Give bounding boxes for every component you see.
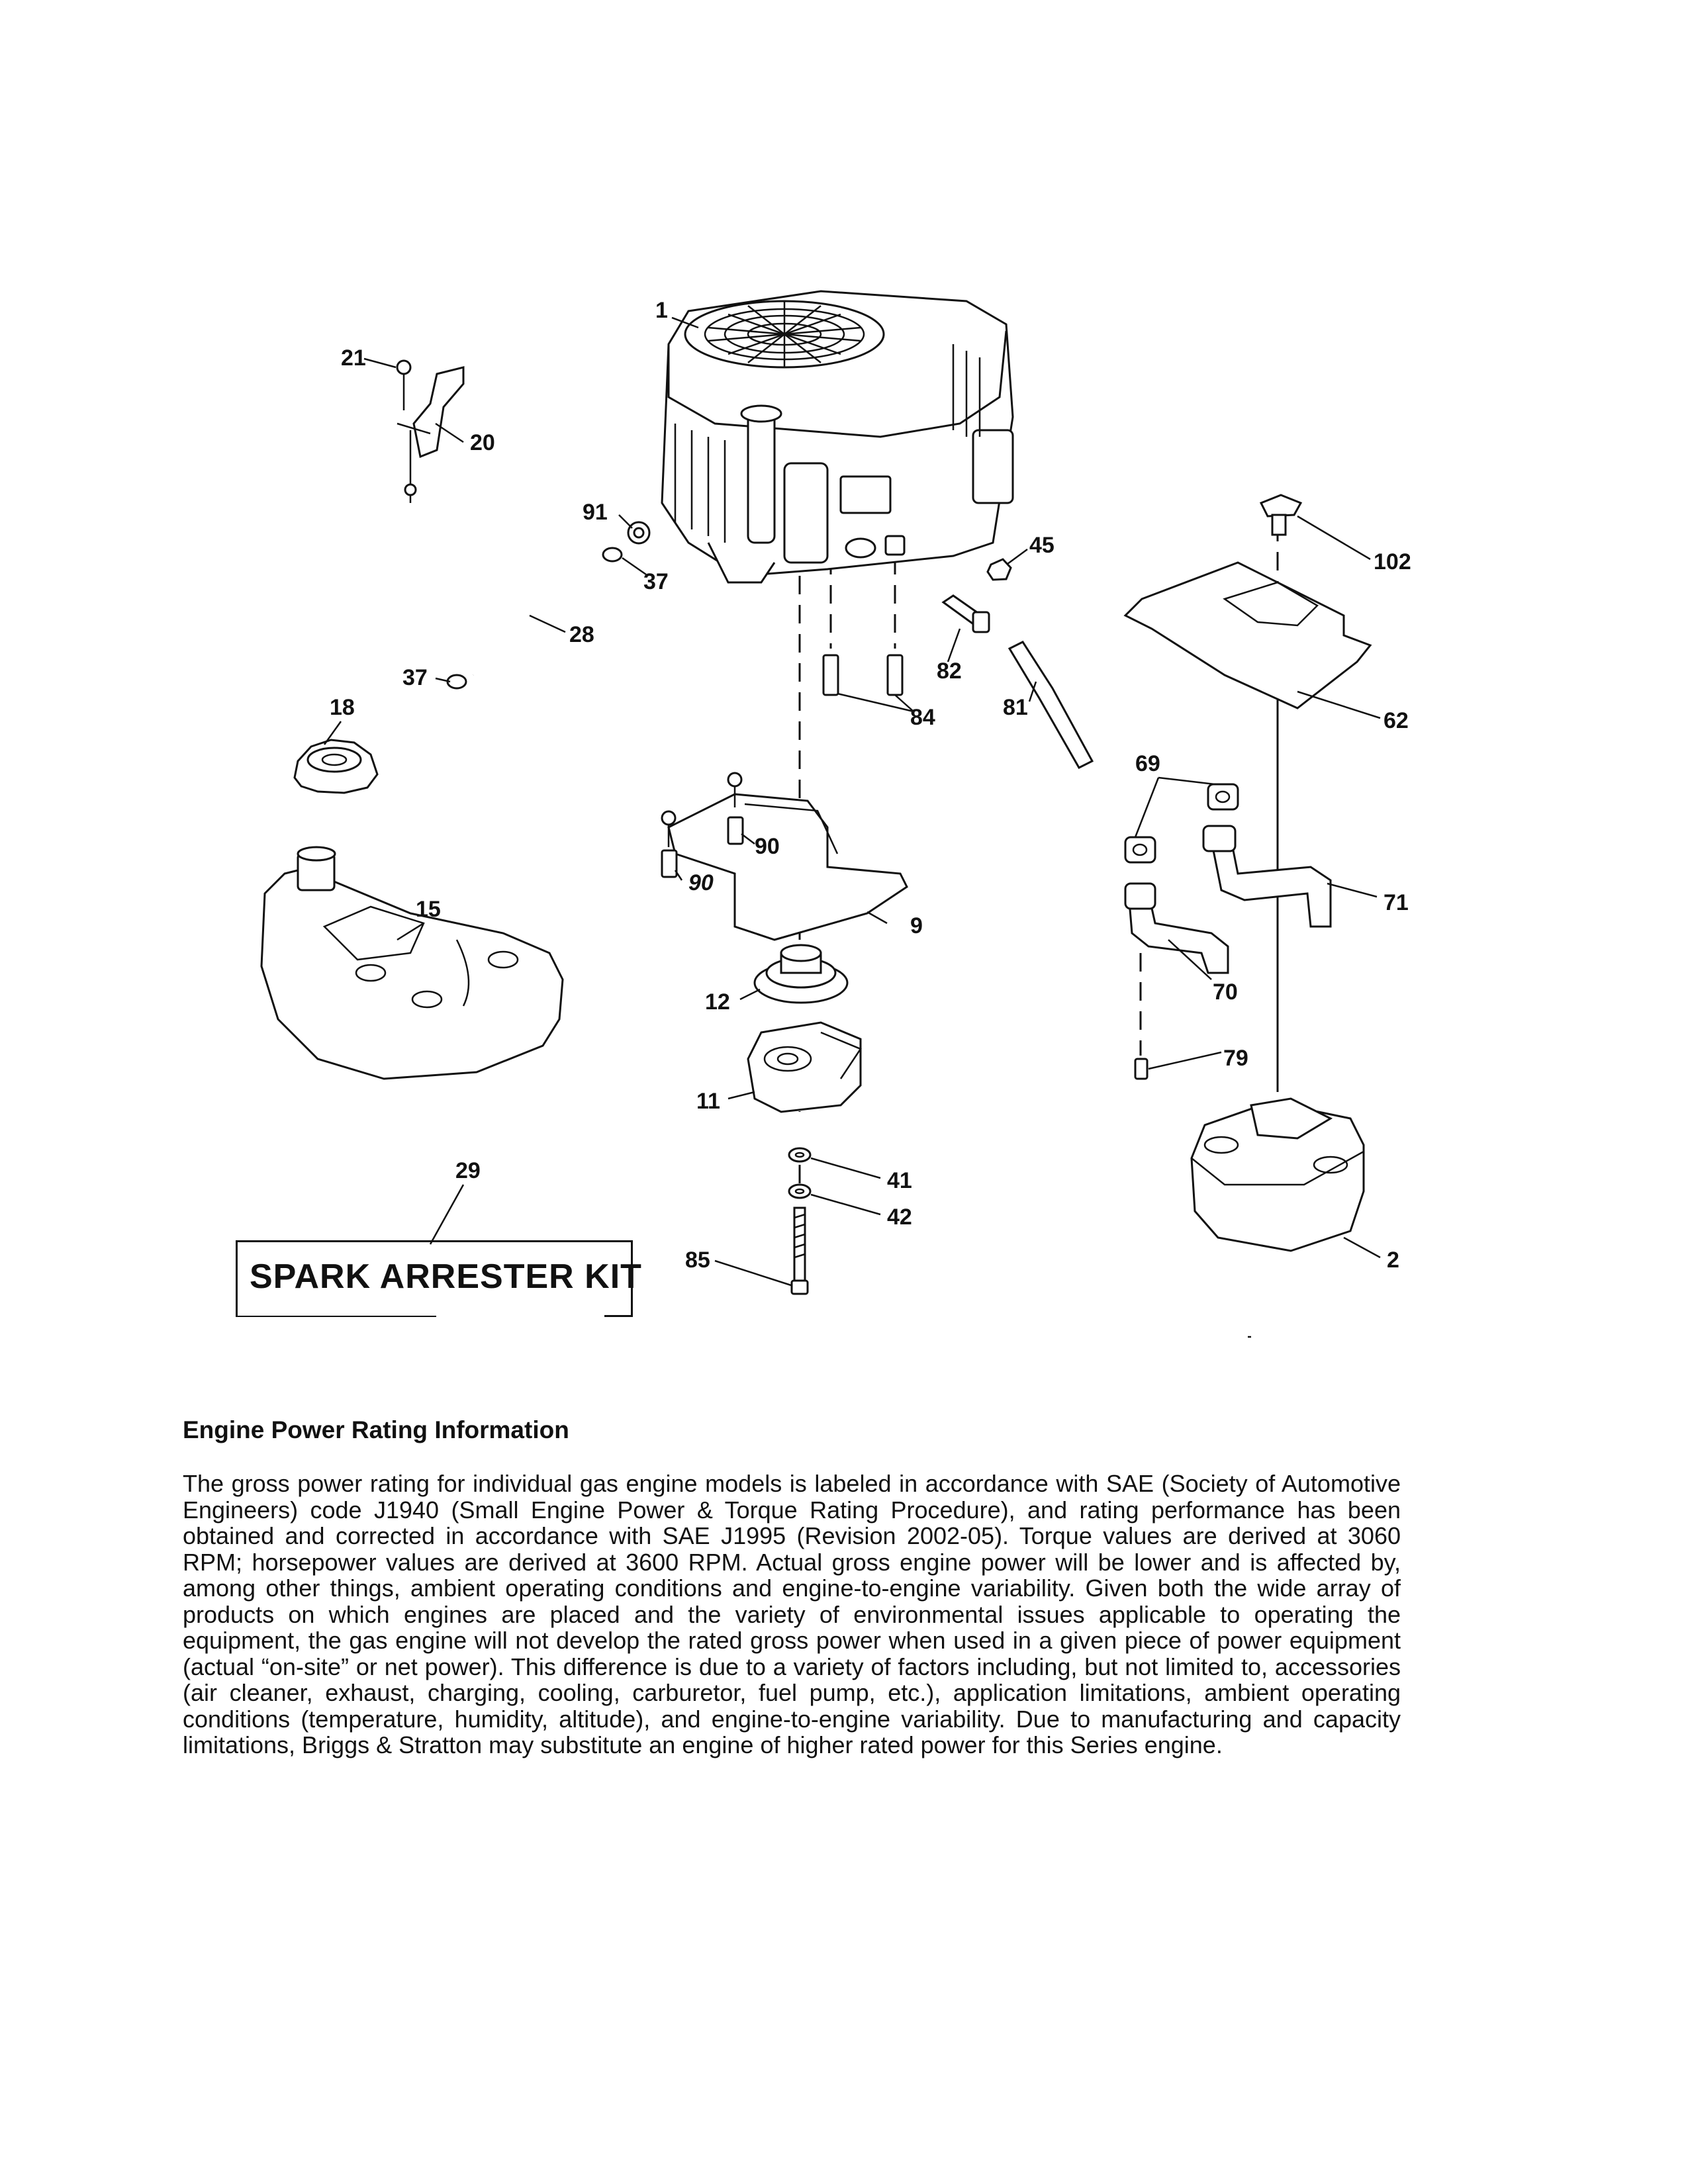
- callout-9: 9: [910, 913, 923, 938]
- pulley-illustration: [753, 944, 849, 1004]
- callout-90-lower: 90: [688, 870, 714, 895]
- callout-90-upper: 90: [755, 834, 780, 859]
- callout-71: 71: [1383, 890, 1409, 915]
- callout-84: 84: [910, 705, 935, 730]
- callout-18: 18: [330, 695, 355, 720]
- callout-37-lower: 37: [402, 665, 428, 690]
- engine-power-rating-heading: Engine Power Rating Information: [183, 1416, 569, 1443]
- spark-arrester-kit-box: SPARK ARRESTER KIT: [236, 1240, 641, 1317]
- throttle-control-illustration: [396, 359, 465, 503]
- fuel-tank-illustration: [260, 846, 564, 1080]
- washers-bolt-illustration: [788, 1147, 812, 1295]
- callout-85: 85: [685, 1248, 710, 1273]
- callout-70: 70: [1213, 979, 1238, 1005]
- callout-91: 91: [583, 500, 608, 525]
- callout-21: 21: [341, 345, 366, 371]
- callout-82: 82: [937, 659, 962, 684]
- heat-shield-illustration: [1123, 494, 1372, 709]
- callout-62: 62: [1383, 708, 1409, 733]
- callout-69: 69: [1135, 751, 1160, 776]
- callout-28: 28: [569, 622, 594, 647]
- mounting-bracket-illustration: [661, 772, 908, 941]
- callout-45: 45: [1029, 533, 1055, 558]
- callout-79: 79: [1223, 1046, 1248, 1071]
- callout-11: 11: [696, 1089, 720, 1114]
- callout-37-upper: 37: [643, 569, 669, 594]
- engine-mount-bolts-illustration: [822, 654, 904, 696]
- callout-29: 29: [455, 1158, 481, 1183]
- callout-41: 41: [887, 1168, 912, 1193]
- callout-labels: 1 2 9 11 12 15 18 20 21 28 29 37 37 41 4…: [330, 298, 1411, 1273]
- callout-1: 1: [655, 298, 668, 323]
- callout-102: 102: [1374, 549, 1411, 574]
- fuel-line-illustration: [446, 521, 651, 690]
- callout-81: 81: [1003, 695, 1028, 720]
- engine-power-rating-section: Engine Power Rating Information The gros…: [183, 1416, 1401, 1758]
- callout-12: 12: [705, 989, 730, 1015]
- leader-lines: [323, 316, 1381, 1338]
- spark-arrester-kit-label: SPARK ARRESTER KIT: [250, 1257, 642, 1296]
- engine-power-rating-body: The gross power rating for individual ga…: [183, 1470, 1401, 1758]
- muffler-illustration: [1190, 1097, 1365, 1252]
- engine-illustration: [661, 290, 1014, 584]
- hose-fittings-illustration: [941, 558, 1094, 769]
- callout-42: 42: [887, 1205, 912, 1230]
- exhaust-pipes-illustration: [1124, 783, 1332, 1080]
- clutch-illustration: [747, 1021, 862, 1113]
- fuel-cap-illustration: [293, 739, 379, 794]
- engine-parts-diagram: 1 2 9 11 12 15 18 20 21 28 29 37 37 41 4…: [260, 290, 1411, 1338]
- callout-20: 20: [470, 430, 495, 455]
- callout-2: 2: [1387, 1248, 1399, 1273]
- callout-15: 15: [416, 897, 441, 922]
